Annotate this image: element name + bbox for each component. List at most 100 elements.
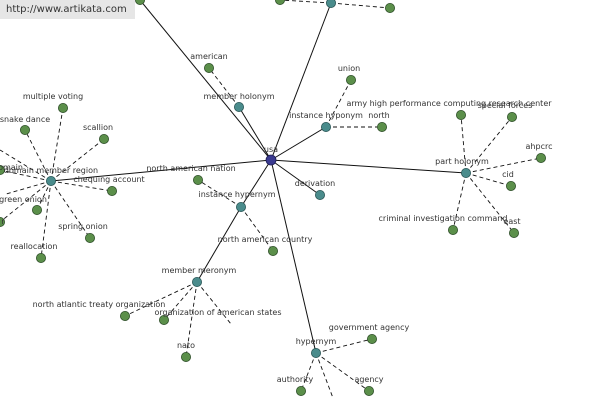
edge-usa-member-holonym xyxy=(238,106,272,161)
edge-part-holonym-ahpcrc xyxy=(465,157,542,174)
node-top-relation[interactable] xyxy=(326,0,336,8)
label-nato: nato xyxy=(177,341,195,350)
node-special-forces[interactable] xyxy=(506,112,517,123)
node-nato-treaty[interactable] xyxy=(120,310,131,321)
node-army-hpc[interactable] xyxy=(455,110,466,121)
node-government-agency[interactable] xyxy=(366,333,377,344)
node-chequing-account[interactable] xyxy=(107,185,118,196)
node-usa[interactable] xyxy=(265,154,277,166)
node-nato[interactable] xyxy=(180,351,191,362)
edge-domain-member-region-chequing-account xyxy=(50,180,113,192)
edge-top-relation-top-leaf-a xyxy=(279,0,332,4)
label-oas: organization of american states xyxy=(154,308,281,317)
node-green-onion[interactable] xyxy=(32,204,43,215)
edge-domain-member-region-domain-cut xyxy=(0,169,52,182)
edge-part-holonym-army-hpc xyxy=(460,114,467,174)
node-authority[interactable] xyxy=(295,385,306,396)
node-member-meronym[interactable] xyxy=(191,276,202,287)
label-north: north xyxy=(368,111,389,120)
node-hypernym[interactable] xyxy=(310,347,321,358)
label-multiple-voting: multiple voting xyxy=(23,92,83,101)
label-ahpcrc: ahpcrc xyxy=(526,142,553,151)
label-domain-cut: domain xyxy=(0,163,23,172)
node-cid[interactable] xyxy=(505,180,516,191)
node-north[interactable] xyxy=(376,122,387,133)
node-union[interactable] xyxy=(345,75,356,86)
node-top-leaf-a[interactable] xyxy=(275,0,285,5)
label-member-holonym: member holonym xyxy=(203,92,274,101)
edge-member-meronym-nato xyxy=(185,281,198,358)
edge-usa-hypernym xyxy=(270,159,317,354)
node-derivation[interactable] xyxy=(314,189,325,200)
node-oas[interactable] xyxy=(158,314,169,325)
label-r-cut: r xyxy=(1,217,5,226)
label-authority: authority xyxy=(277,375,314,384)
edge-member-meronym-oas xyxy=(163,281,198,321)
label-derivation: derivation xyxy=(295,179,335,188)
edge-hypernym-hyp-stub-a xyxy=(315,352,334,399)
node-instance-hypernym[interactable] xyxy=(235,201,246,212)
edge-usa-part-holonym xyxy=(270,159,467,174)
edge-member-holonym-american xyxy=(208,67,240,108)
node-north-american-country[interactable] xyxy=(267,245,278,256)
node-agency[interactable] xyxy=(363,385,374,396)
node-criminal-investigation-command[interactable] xyxy=(447,224,458,235)
node-part-holonym[interactable] xyxy=(460,167,471,178)
node-domain-member-region[interactable] xyxy=(46,175,57,186)
edge-domain-member-region-dmr-stub-a xyxy=(0,149,52,182)
edge-member-meronym-oas-b xyxy=(196,281,232,325)
watermark-url[interactable]: http://www.artikata.com xyxy=(0,0,135,19)
label-north-american-nation: north american nation xyxy=(146,164,235,173)
node-domain-cut[interactable] xyxy=(0,165,5,175)
edge-usa-instance-hyponym xyxy=(270,126,327,161)
edge-usa-derivation xyxy=(270,159,321,196)
edge-domain-member-region-r-cut xyxy=(0,180,52,223)
node-r-cut[interactable] xyxy=(0,217,5,227)
edge-domain-member-region-multiple-voting xyxy=(50,107,64,182)
node-american[interactable] xyxy=(203,63,214,74)
edge-domain-member-region-scallion xyxy=(50,138,105,182)
label-agency: agency xyxy=(354,375,383,384)
nodes-layer xyxy=(0,0,547,396)
edge-hypernym-government-agency xyxy=(315,338,373,354)
edge-usa-top-left-leaf xyxy=(139,0,272,161)
label-instance-hypernym: instance hypernym xyxy=(199,190,276,199)
node-instance-hyponym[interactable] xyxy=(320,122,331,133)
node-scallion[interactable] xyxy=(99,133,110,144)
label-government-agency: government agency xyxy=(329,323,410,332)
edge-part-holonym-east xyxy=(465,172,515,234)
node-spring-onion[interactable] xyxy=(85,232,96,243)
label-reallocation: reallocation xyxy=(11,242,58,251)
label-part-holonym: part holonym xyxy=(435,157,489,166)
edge-domain-member-region-snake-dance xyxy=(24,129,52,182)
label-instance-hyponym: instance hyponym xyxy=(289,111,363,120)
edge-usa-domain-member-region xyxy=(50,159,272,182)
node-north-american-nation[interactable] xyxy=(192,174,203,185)
node-east[interactable] xyxy=(508,227,519,238)
edge-instance-hyponym-union xyxy=(325,79,352,128)
node-member-holonym[interactable] xyxy=(233,102,244,113)
node-top-leaf-b[interactable] xyxy=(384,3,395,13)
edge-member-meronym-nato-treaty xyxy=(124,281,198,317)
label-green-onion: green onion xyxy=(0,195,47,204)
edge-domain-member-region-reallocation xyxy=(40,180,52,259)
label-scallion: scallion xyxy=(83,123,113,132)
node-top-left-leaf[interactable] xyxy=(135,0,145,5)
edge-part-holonym-criminal-investigation-command xyxy=(452,172,467,231)
edge-part-holonym-cid xyxy=(465,172,512,187)
node-ahpcrc[interactable] xyxy=(536,152,547,163)
edge-instance-hypernym-north-american-country xyxy=(240,206,274,252)
node-snake-dance[interactable] xyxy=(19,125,30,136)
label-cid: cid xyxy=(502,170,514,179)
label-snake-dance: snake dance xyxy=(0,115,50,124)
label-hypernym: hypernym xyxy=(296,337,337,346)
edge-instance-hypernym-north-american-nation xyxy=(197,179,242,208)
node-multiple-voting[interactable] xyxy=(58,103,69,114)
node-reallocation[interactable] xyxy=(36,252,47,263)
label-north-american-country: north american country xyxy=(218,235,313,244)
label-member-meronym: member meronym xyxy=(162,266,237,275)
label-criminal-investigation-command: criminal investigation command xyxy=(379,214,508,223)
